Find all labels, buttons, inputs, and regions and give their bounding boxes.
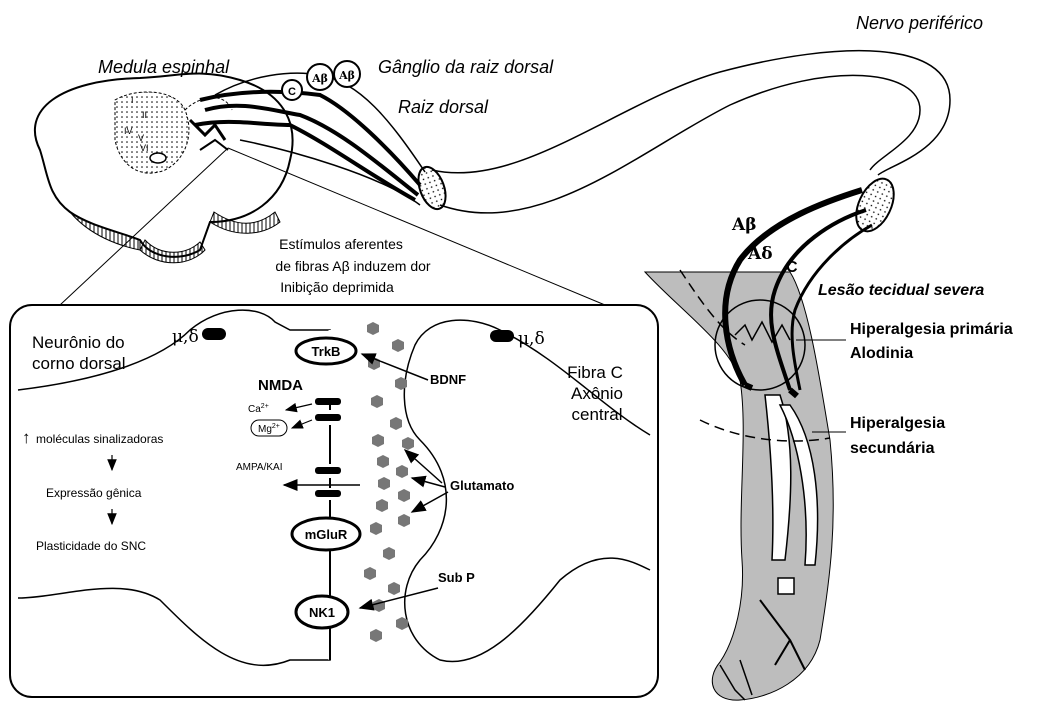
spinal-cord: I II IV V VI (35, 74, 293, 263)
expressao-label: Expressão gênica (46, 486, 142, 500)
ampa-channel-bottom (315, 490, 341, 497)
neuron-label-1: Neurônio do (32, 333, 125, 352)
label-estimulos-2: de fibras Aβ induzem dor (275, 258, 430, 274)
ampa-label: AMPA/KAI (236, 462, 283, 473)
opioid-receptor-right (490, 330, 514, 342)
ganglion-c-label: C (288, 86, 296, 98)
label-hiper-secundaria-1: Hiperalgesia (850, 415, 945, 432)
label-nervo: Nervo periférico (856, 13, 983, 33)
label-lesao: Lesão tecidual severa (818, 282, 984, 299)
fibra-label-1: Fibra C (567, 363, 623, 382)
opioid-label-right: μ,δ (518, 329, 545, 349)
label-hiper-secundaria-2: secundária (850, 440, 935, 457)
label-fiber-ab: Aβ (731, 215, 756, 235)
leg-illustration (645, 190, 872, 700)
nk1-label: NK1 (309, 605, 335, 620)
lamina-v: V (138, 133, 144, 143)
fibra-label-3: central (571, 405, 622, 424)
up-arrow-icon: ↑ (22, 428, 31, 447)
moleculas-label: moléculas sinalizadoras (36, 432, 163, 446)
nmda-channel-bottom (315, 414, 341, 421)
nmda-channel-top (315, 398, 341, 405)
synapse-inset: μ,δ μ,δ TrkB NMDA Ca2+ Mg2+ AMPA/KAI mGl… (10, 305, 658, 697)
bdnf-label: BDNF (430, 372, 466, 387)
fibra-label-2: Axônio (571, 384, 623, 403)
peripheral-nerve (432, 51, 950, 237)
neuron-label-2: corno dorsal (32, 354, 126, 373)
lamina-vi: VI (140, 143, 149, 153)
label-medula: Medula espinhal (98, 57, 230, 77)
trkb-label: TrkB (312, 344, 341, 359)
lamina-iv: IV (124, 126, 133, 136)
label-ganglio: Gânglio da raiz dorsal (378, 57, 554, 77)
label-alodinia: Alodinia (850, 345, 913, 362)
label-estimulos-1: Estímulos aferentes (279, 236, 403, 252)
opioid-label-left: μ,δ (172, 327, 199, 347)
ganglion-ab-label-2: Aβ (338, 69, 355, 82)
lamina-ii: II (142, 110, 147, 120)
nmda-label: NMDA (258, 377, 303, 394)
label-fiber-c: C (786, 259, 798, 276)
glutamato-label: Glutamato (450, 478, 514, 493)
lamina-i: I (131, 95, 134, 105)
opioid-receptor-left (202, 328, 226, 340)
subp-label: Sub P (438, 570, 475, 585)
ganglion-ab-label-1: Aβ (311, 72, 328, 85)
label-raiz: Raiz dorsal (398, 97, 489, 117)
plasticidade-label: Plasticidade do SNC (36, 539, 146, 553)
label-hiper-primaria: Hiperalgesia primária (850, 321, 1013, 338)
ampa-channel-top (315, 467, 341, 474)
label-estimulos-3: Inibição deprimida (280, 279, 394, 295)
label-fiber-ad: Aδ (747, 244, 773, 264)
mglur-label: mGluR (305, 527, 348, 542)
